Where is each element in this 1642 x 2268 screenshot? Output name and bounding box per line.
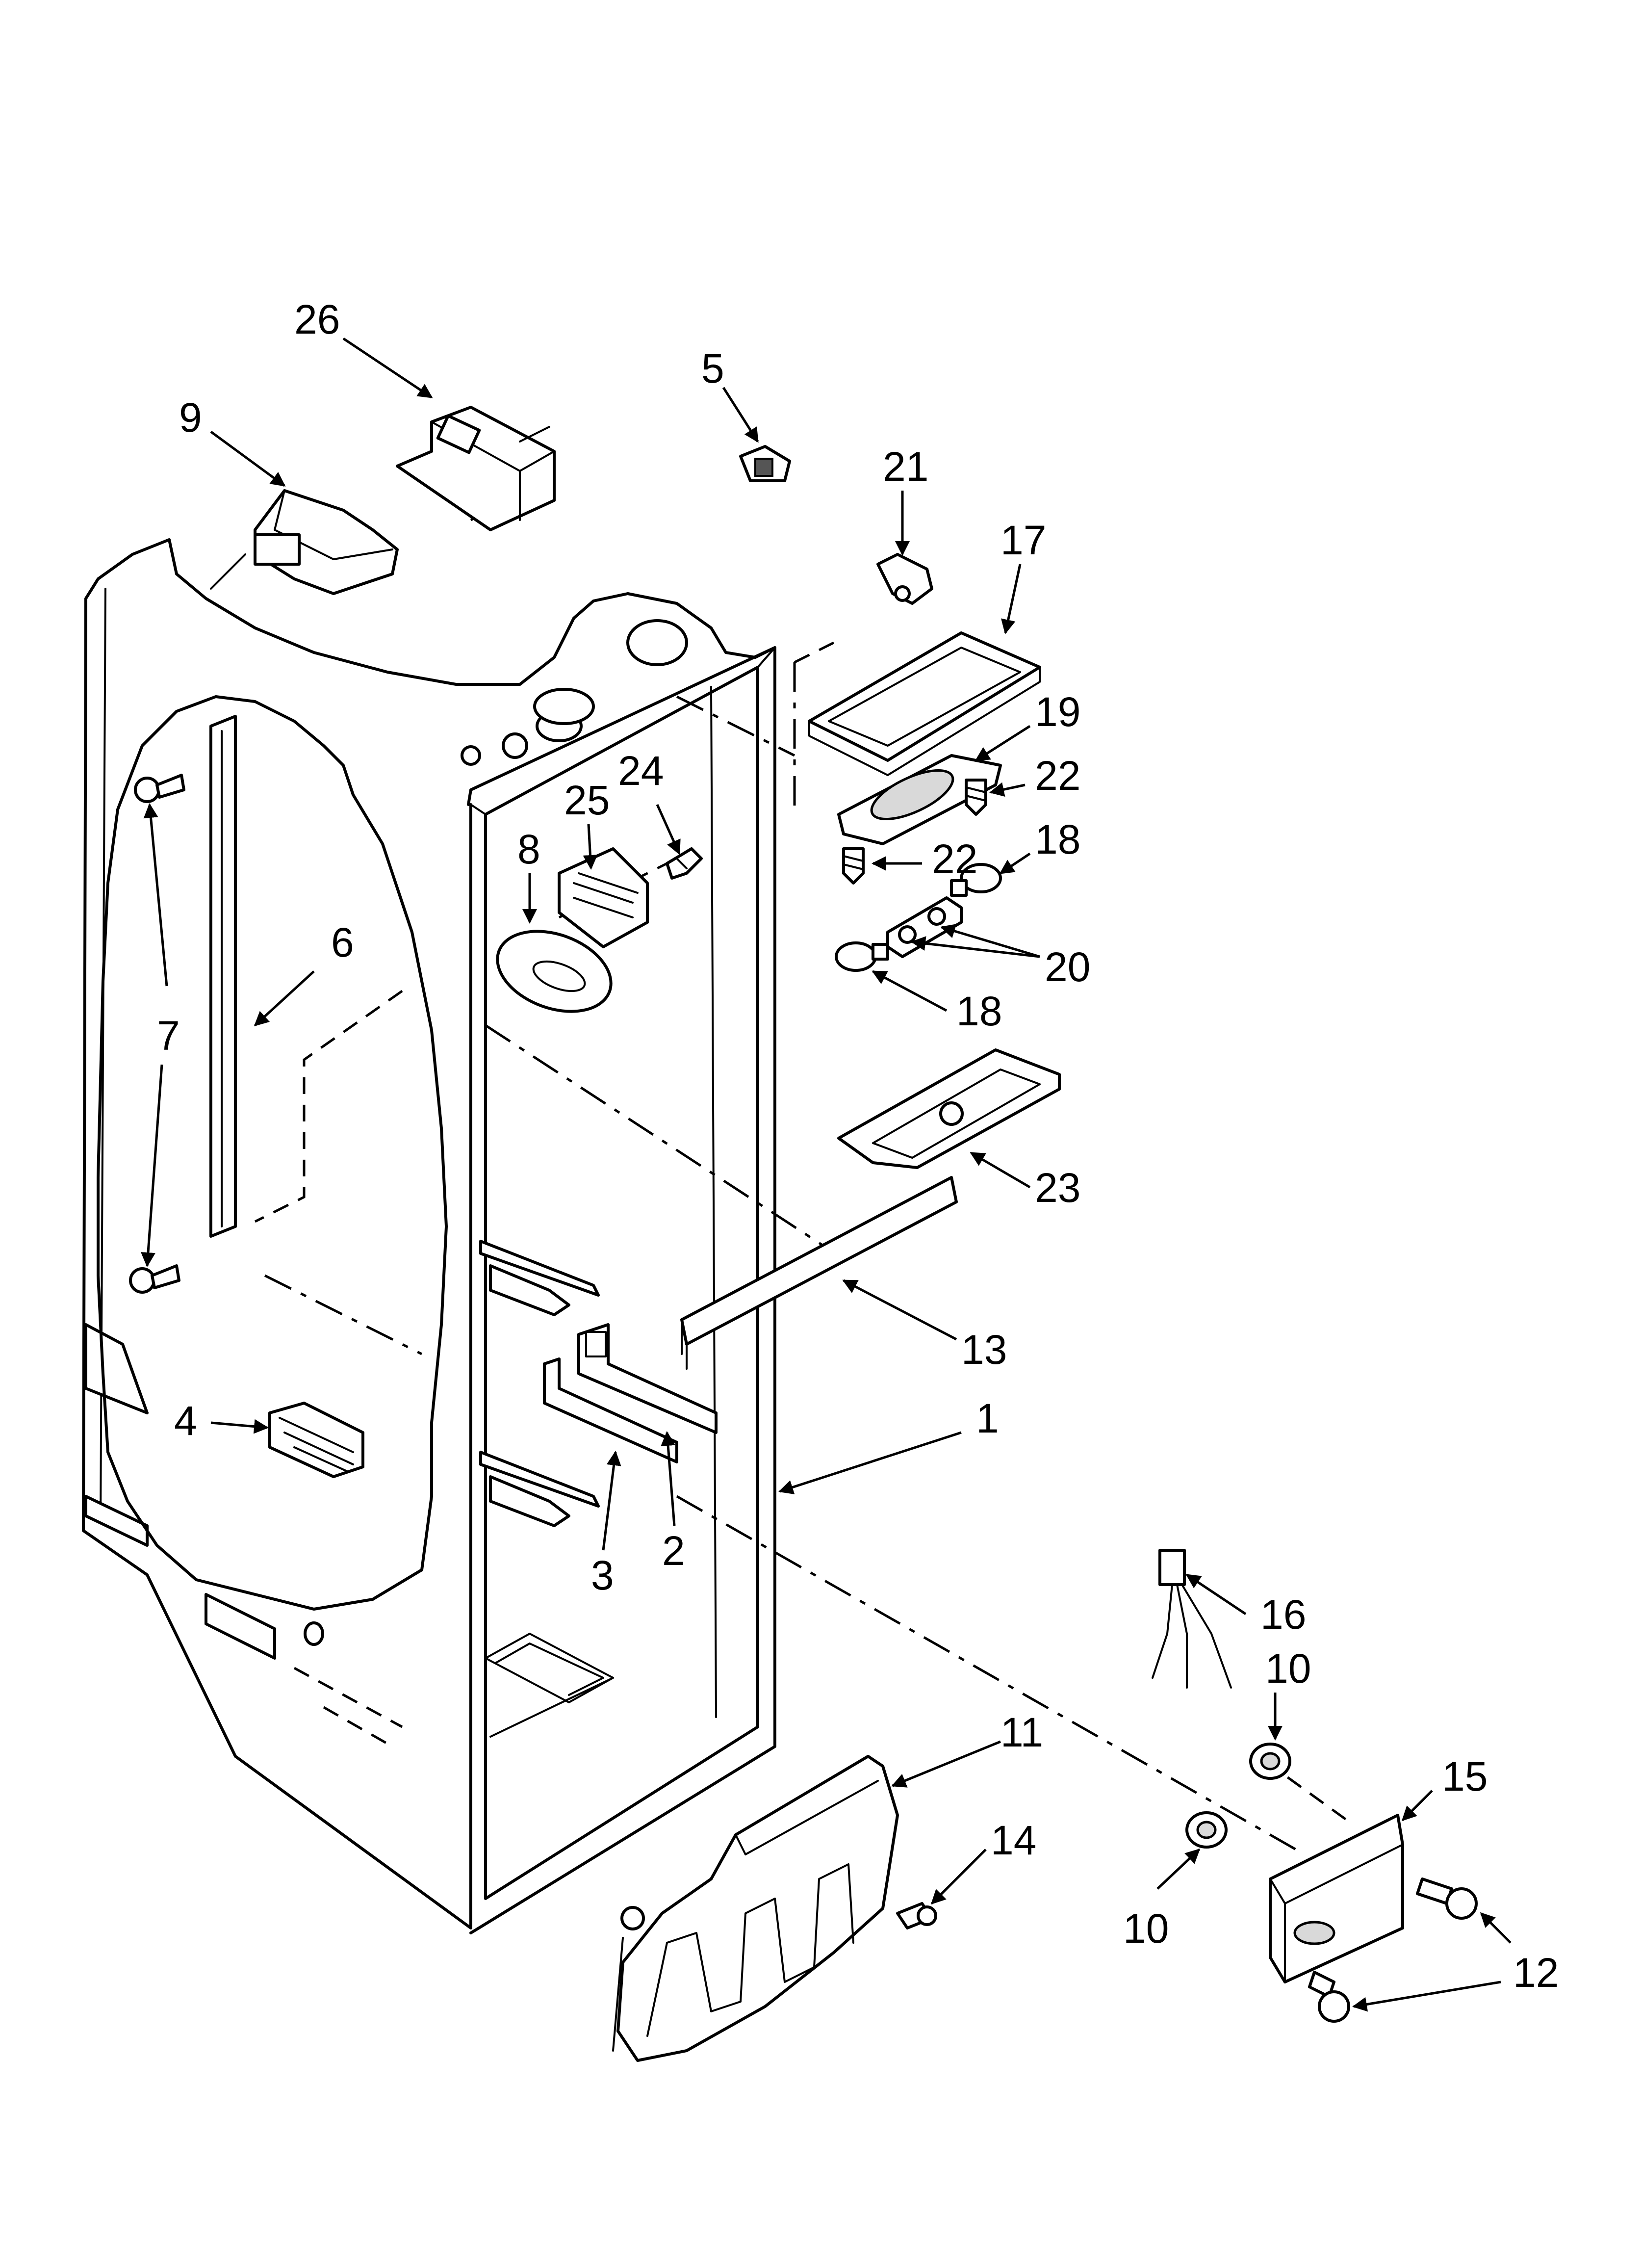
assembly-line (676, 1495, 1306, 1856)
callout-10-lower: 10 (1123, 1905, 1169, 1952)
assembly-line (293, 1667, 403, 1728)
part-wire-harness (1152, 1549, 1232, 1689)
callout-14: 14 (991, 1817, 1036, 1863)
callout-6: 6 (331, 919, 354, 965)
part-screw (896, 1902, 937, 1929)
callout-22-lower: 22 (932, 836, 977, 882)
callout-24: 24 (618, 748, 664, 794)
leader-17 (1001, 564, 1022, 634)
leader-3 (602, 1451, 621, 1551)
part-light-housing (808, 631, 1041, 776)
part-grommet (1249, 1743, 1291, 1780)
leader-20b (911, 936, 1040, 958)
part-housing (1269, 1814, 1404, 1983)
leader-18a (999, 852, 1031, 875)
callout-13: 13 (961, 1327, 1007, 1373)
part-lens-housing (837, 754, 1002, 845)
part-bracket (577, 1323, 718, 1434)
part-bracket (543, 1357, 678, 1463)
assembly-line (1264, 1760, 1355, 1826)
leader-11 (891, 1740, 1001, 1788)
leader-2 (661, 1431, 676, 1526)
callout-1: 1 (976, 1395, 999, 1441)
part-clip (739, 445, 791, 482)
callout-20: 20 (1045, 944, 1090, 990)
callout-7: 7 (157, 1013, 180, 1059)
leader-25 (583, 824, 598, 870)
part-light-cover (837, 1048, 1061, 1169)
callout-9: 9 (179, 394, 202, 441)
callout-10-upper: 10 (1265, 1645, 1311, 1692)
callout-3: 3 (591, 1552, 614, 1598)
callout-18-lower: 18 (956, 988, 1002, 1034)
callout-4: 4 (174, 1398, 197, 1444)
part-control-housing (210, 489, 399, 595)
leader-10b (1156, 1848, 1201, 1890)
assembly-line (676, 695, 795, 757)
leader-14 (930, 1849, 987, 1905)
part-light-shield (496, 930, 613, 1013)
callout-5: 5 (701, 345, 724, 391)
assembly-line (254, 990, 403, 1223)
assembly-line (794, 641, 835, 664)
part-socket (886, 896, 963, 958)
part-screw (842, 847, 865, 885)
leader-9 (210, 430, 286, 487)
part-push-pin (1308, 1971, 1350, 2023)
part-push-pin (1416, 1877, 1478, 1920)
part-grommet (1185, 1811, 1228, 1849)
callout-16: 16 (1260, 1591, 1306, 1638)
callout-11: 11 (1001, 1709, 1043, 1755)
part-bulb (950, 863, 1002, 897)
part-socket-clip (876, 553, 933, 605)
callout-23: 23 (1035, 1165, 1080, 1211)
cabinet-liner (82, 538, 776, 1934)
leader-12a (1480, 1912, 1512, 1944)
leader-24 (656, 804, 681, 855)
leader-20a (940, 924, 1040, 958)
leader-5 (722, 387, 759, 443)
part-evaporator (612, 1755, 899, 2062)
leader-7a (143, 803, 168, 987)
callout-12: 12 (1513, 1950, 1559, 1996)
part-screw (965, 779, 987, 816)
leader-6 (254, 970, 315, 1027)
callout-18-upper: 18 (1035, 816, 1080, 862)
callout-8: 8 (517, 826, 540, 872)
leader-22a (989, 782, 1026, 797)
leader-15 (1401, 1790, 1433, 1822)
assembly-line (264, 1274, 423, 1356)
leader-13 (842, 1279, 957, 1341)
leader-23 (970, 1151, 1031, 1189)
callout-22-upper: 22 (1035, 753, 1080, 799)
part-bulb (835, 941, 889, 972)
callout-15: 15 (1442, 1753, 1488, 1799)
part-trim-strip (680, 1176, 958, 1370)
part-screw (129, 1264, 180, 1294)
assembly-line (485, 1024, 825, 1248)
callout-17: 17 (1001, 517, 1046, 563)
part-damper (558, 847, 649, 948)
leader-7b (141, 1064, 163, 1267)
leader-12b (1352, 1981, 1501, 2012)
part-screw (134, 774, 185, 803)
leader-16 (1185, 1573, 1247, 1616)
part-screw (666, 847, 703, 880)
callout-26: 26 (294, 296, 340, 342)
callout-21: 21 (883, 443, 928, 490)
callout-2: 2 (662, 1528, 685, 1574)
insulation-cutaway (97, 695, 448, 1611)
assembly-line (323, 1706, 393, 1748)
part-vent (268, 1402, 364, 1478)
part-shelf-ladder (209, 715, 237, 1238)
callout-25: 25 (564, 777, 610, 823)
leader-4 (210, 1419, 269, 1434)
leader-18b (872, 970, 948, 1012)
leader-1 (778, 1431, 962, 1494)
leader-19 (975, 725, 1031, 762)
part-bracket (396, 406, 556, 531)
leader-26 (342, 337, 433, 399)
callout-19: 19 (1035, 689, 1080, 735)
